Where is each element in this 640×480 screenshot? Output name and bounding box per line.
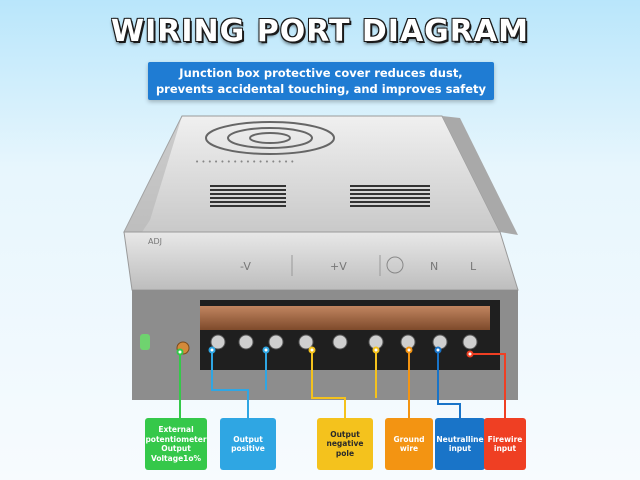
copper-bar bbox=[200, 306, 490, 330]
led-indicator bbox=[140, 334, 150, 350]
adj-label: ADJ bbox=[148, 237, 162, 246]
banner-line-2: prevents accidental touching, and improv… bbox=[155, 82, 487, 96]
callout-ground-text: Ground wire bbox=[393, 434, 425, 454]
callout-potentiometer: External potentiometer Output Voltage1o% bbox=[145, 418, 207, 470]
line-neutral bbox=[437, 350, 461, 418]
info-banner: Junction box protective cover reduces du… bbox=[148, 62, 494, 100]
callout-live-text: Firewire input bbox=[487, 434, 523, 454]
fan-grill bbox=[205, 121, 335, 155]
front-labels: -V +V N L bbox=[240, 260, 477, 273]
svg-text:• • • • • • • • • • • • • • •: • • • • • • • • • • • • • • • • bbox=[195, 158, 294, 166]
callout-output-negative-text: Output negative pole bbox=[326, 429, 364, 458]
svg-text:+V: +V bbox=[330, 260, 347, 273]
line-output-negative bbox=[311, 350, 346, 418]
callout-potentiometer-text: External potentiometer Output Voltage1o% bbox=[145, 425, 207, 463]
svg-text:N: N bbox=[430, 260, 438, 273]
page-title: WIRING PORT DIAGRAM bbox=[111, 14, 529, 49]
callout-live: Firewire input bbox=[484, 418, 526, 470]
line-live bbox=[470, 353, 506, 418]
svg-text:L: L bbox=[470, 260, 477, 273]
terminal-screws bbox=[210, 334, 478, 350]
ground-symbol bbox=[386, 256, 404, 274]
line-output-positive bbox=[211, 350, 249, 418]
line-endpoints bbox=[176, 346, 474, 358]
callout-ground: Ground wire bbox=[385, 418, 433, 470]
psu-front-cover bbox=[123, 231, 519, 291]
psu-right-side bbox=[442, 116, 518, 235]
banner-line-1: Junction box protective cover reduces du… bbox=[179, 66, 463, 80]
callout-output-positive: Output positive bbox=[220, 418, 276, 470]
psu-top-cover bbox=[123, 115, 501, 233]
svg-text:-V: -V bbox=[240, 260, 251, 273]
callout-output-positive-text: Output positive bbox=[231, 434, 265, 454]
psu-left-side bbox=[124, 116, 182, 250]
callout-output-negative: Output negative pole bbox=[317, 418, 373, 470]
callout-neutral-text: Neutralline input bbox=[436, 434, 484, 454]
vent-left bbox=[210, 185, 286, 207]
callout-neutral: Neutralline input bbox=[435, 418, 485, 470]
vent-right bbox=[350, 185, 430, 207]
